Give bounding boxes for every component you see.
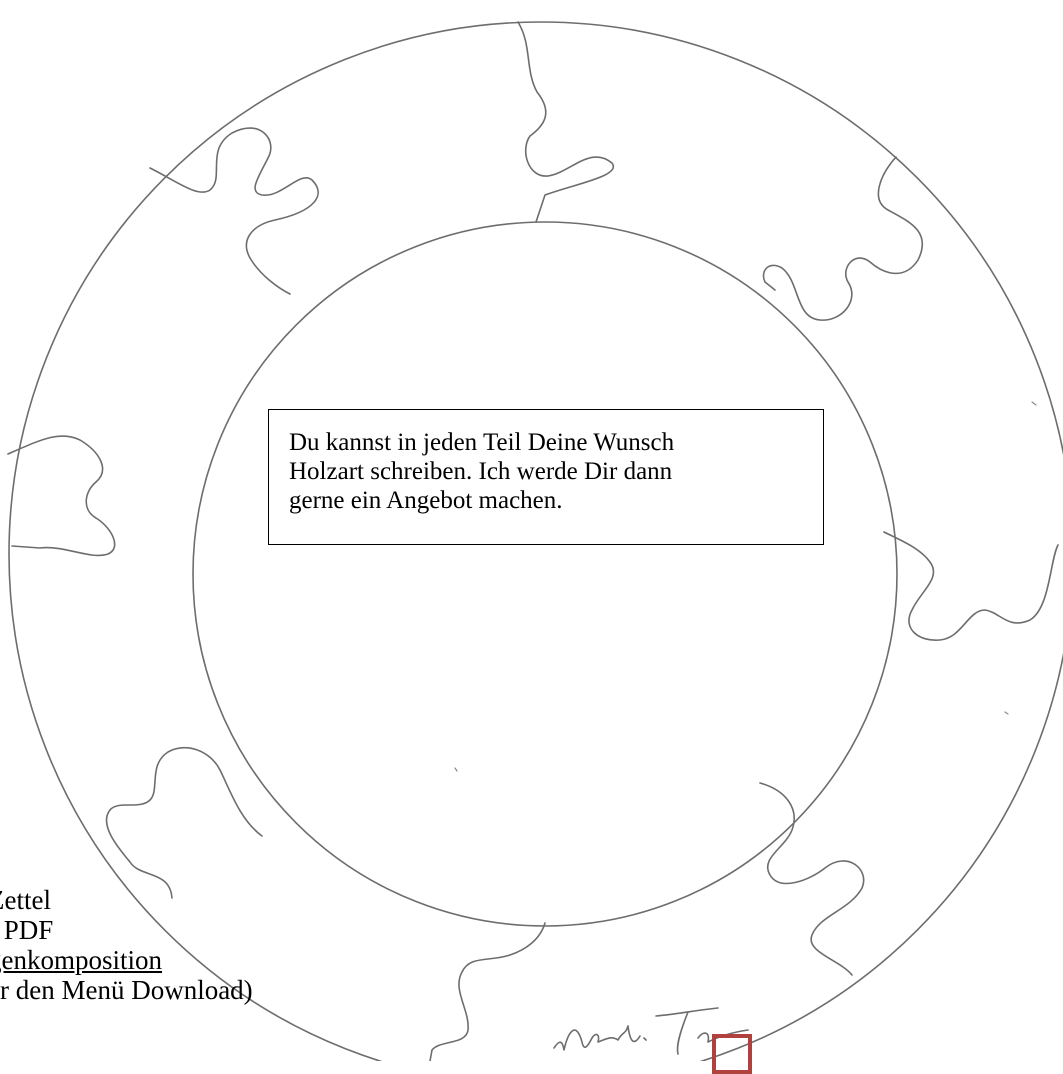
joint-lower-left [107,748,262,898]
instruction-line-1: Du kannst in jeden Teil Deine Wunsch [289,428,811,457]
instruction-line-3: gerne ein Angebot machen. [289,486,811,515]
instruction-line-2: Holzart schreiben. Ich werde Dir dann [289,457,811,486]
download-note-line-2: r PDF [0,915,408,945]
download-note-line-1: Zettel [0,885,408,915]
joint-upper-right [764,157,923,320]
download-note: Zettel r PDF genkomposition er den Menü … [0,885,420,1061]
checkbox[interactable] [712,1034,752,1074]
instruction-box: Du kannst in jeden Teil Deine Wunsch Hol… [268,409,824,545]
download-note-line-4: er den Menü Download) [0,975,408,1005]
joint-left [8,436,115,555]
joint-right [884,532,1058,640]
joint-lower-right [760,783,864,975]
inner-ring-outline [193,222,897,926]
joint-bottom [430,923,545,1061]
joint-upper-left [150,128,318,294]
download-note-link[interactable]: genkomposition [0,945,408,975]
joint-top [518,22,613,222]
